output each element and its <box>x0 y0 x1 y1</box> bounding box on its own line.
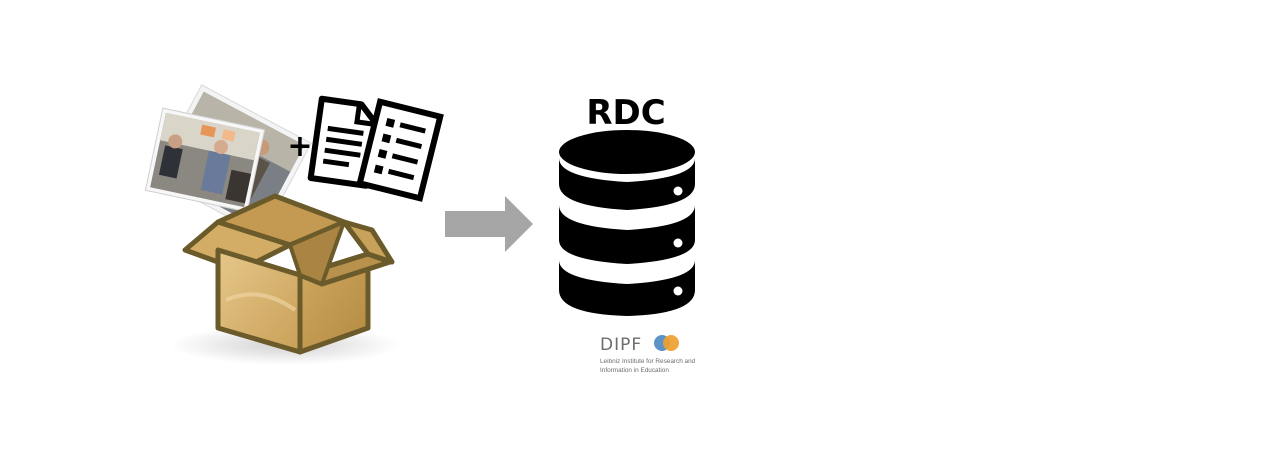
dipf-logo: DIPF Leibniz Institute for Research and … <box>600 335 696 374</box>
database-icon <box>559 130 695 316</box>
arrow-icon <box>445 196 533 252</box>
checklist-icon <box>356 98 444 202</box>
dipf-logo-icon <box>654 335 679 351</box>
plus-sign: + <box>287 129 312 164</box>
dipf-subtitle-line2: Information in Education <box>600 367 669 374</box>
dipf-name: DIPF <box>600 335 642 355</box>
box-icon <box>170 193 400 365</box>
dipf-subtitle-line1: Leibniz Institute for Research and <box>600 358 696 365</box>
rdc-label: RDC <box>586 93 665 133</box>
document-icon <box>307 95 379 189</box>
photo-icon <box>144 84 312 236</box>
